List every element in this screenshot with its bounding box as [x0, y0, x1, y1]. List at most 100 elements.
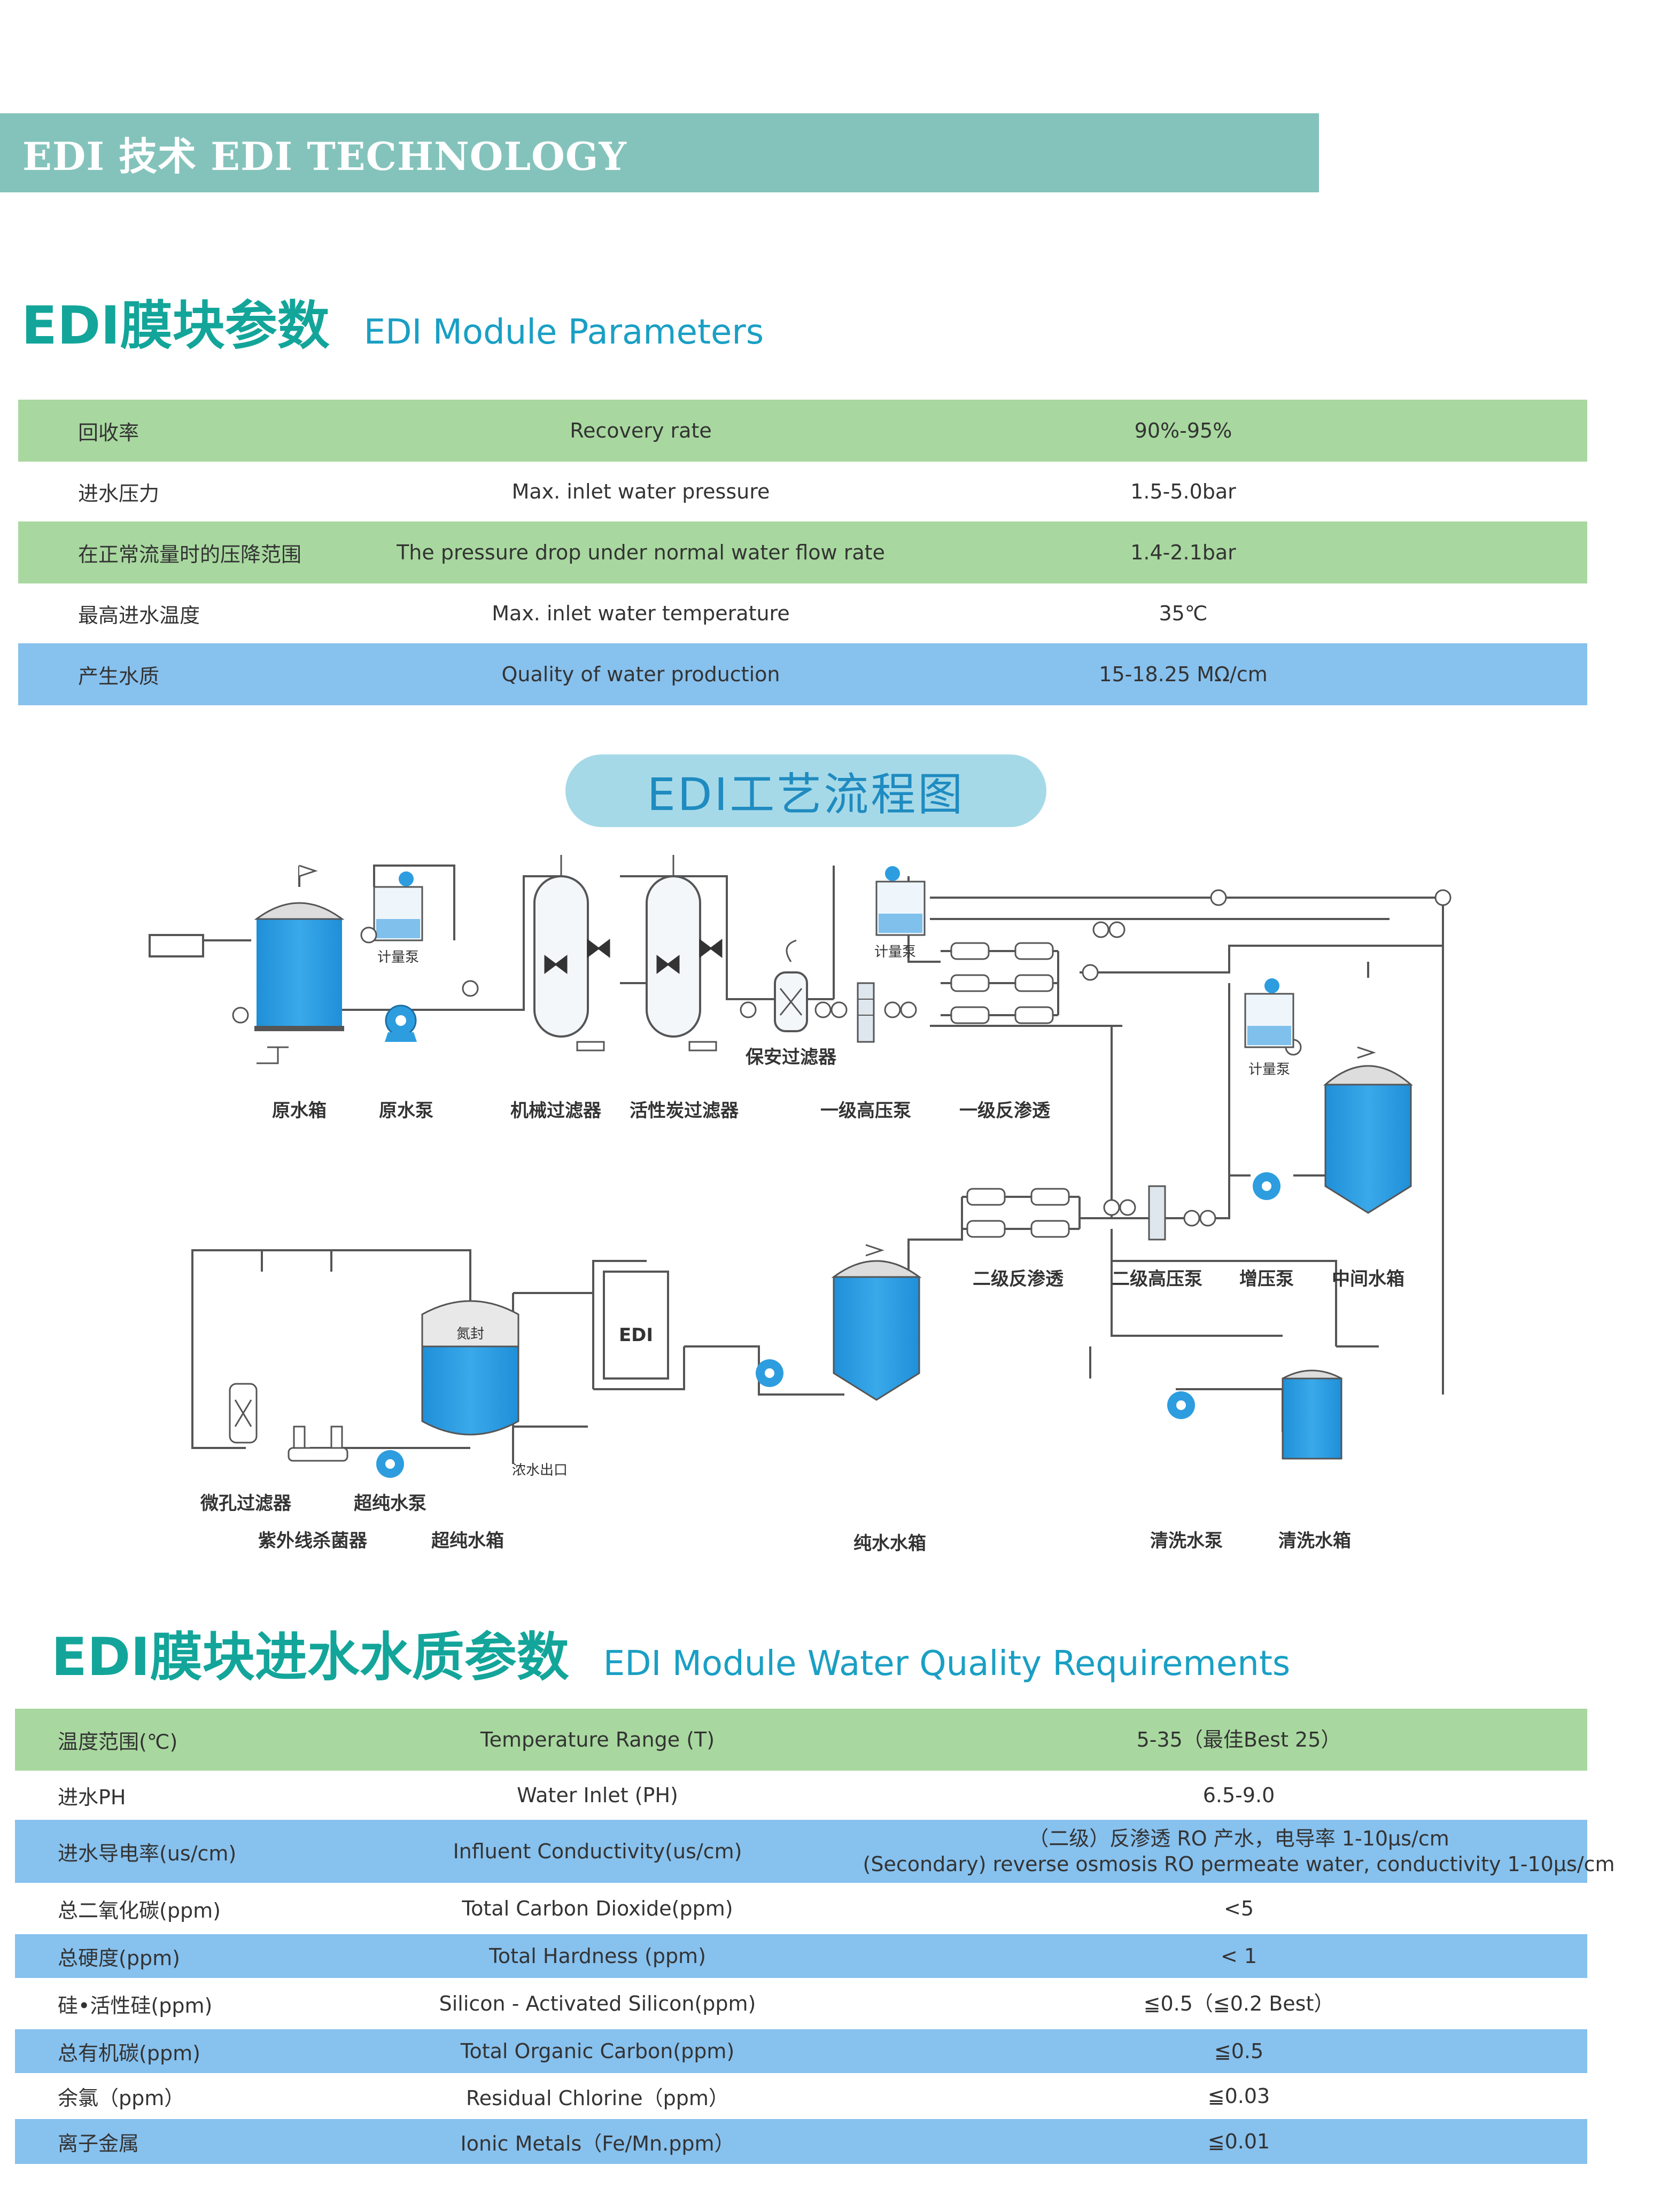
quality-cn: 进水PH: [58, 1785, 126, 1809]
carbon-filter: [646, 855, 701, 1038]
quality-en: Influent Conductivity(us/cm): [453, 1840, 742, 1863]
param-en: Quality of water production: [501, 663, 780, 686]
label-dosing-pump-1: 计量泵: [377, 949, 419, 965]
quality-value: ≦0.01: [1207, 2130, 1270, 2153]
label-security-filter: 保安过滤器: [746, 1047, 837, 1068]
hp-pump-1: [857, 982, 875, 1043]
quality-table: 温度范围(℃) Temperature Range (T) 5-35（最佳Bes…: [15, 1709, 1615, 2164]
label-hp-pump-1: 一级高压泵: [820, 1100, 911, 1121]
module-params-title: EDI膜块参数 EDI Module Parameters: [21, 283, 764, 359]
quality-cn: 总硬度(ppm): [58, 1946, 180, 1970]
clean-tank: [1282, 1369, 1342, 1460]
table-row: 进水导电率(us/cm) Influent Conductivity(us/cm…: [15, 1820, 1615, 1883]
quality-cn: 进水导电率(us/cm): [58, 1841, 237, 1865]
param-cn: 回收率: [78, 420, 139, 445]
quality-en: Temperature Range (T): [480, 1728, 715, 1751]
param-en: The pressure drop under normal water flo…: [397, 541, 885, 564]
param-en: Recovery rate: [570, 419, 712, 442]
dosing-pump-2: [875, 866, 926, 936]
quality-cn: 余氯（ppm）: [58, 2086, 185, 2110]
label-booster-pump: 增压泵: [1239, 1268, 1294, 1290]
param-cn: 进水压力: [78, 481, 160, 505]
header-banner: EDI 技术 EDI TECHNOLOGY: [0, 113, 1319, 192]
label-carbon-filter: 活性炭过滤器: [630, 1100, 739, 1121]
label-hp-pump-2: 二级高压泵: [1112, 1268, 1202, 1290]
edi-label: EDI: [619, 1325, 653, 1346]
raw-pump: [385, 1004, 417, 1042]
quality-en: Silicon - Activated Silicon(ppm): [439, 1992, 756, 2015]
table-row: 总二氧化碳(ppm) Total Carbon Dioxide(ppm) <5: [15, 1883, 1587, 1934]
label-clean-tank: 清洗水箱: [1278, 1530, 1351, 1552]
raw-tank: [254, 864, 345, 1031]
param-value: 35℃: [1159, 602, 1208, 625]
label-dosing-pump-3: 计量泵: [1248, 1062, 1290, 1078]
nitrogen-label: 氮封: [456, 1326, 484, 1342]
label-ro-2: 二级反渗透: [973, 1268, 1064, 1290]
ro-1-membranes: [950, 942, 1054, 1024]
quality-cn: 硅•活性硅(ppm): [58, 1993, 213, 2018]
ultrapure-tank: [421, 1300, 519, 1436]
table-row: 硅•活性硅(ppm) Silicon - Activated Silicon(p…: [15, 1978, 1587, 2029]
table-row: 回收率 Recovery rate 90%-95%: [18, 400, 1587, 462]
label-raw-tank: 原水箱: [272, 1100, 327, 1121]
label-uv: 紫外线杀菌器: [258, 1530, 368, 1552]
quality-value-line-1: （二级）反渗透 RO 产水，电导率 1-10μs/cm: [1028, 1827, 1449, 1850]
quality-value-line-2: (Secondary) reverse osmosis RO permeate …: [863, 1852, 1615, 1876]
param-en: Max. inlet water temperature: [492, 602, 790, 625]
quality-cn: 总有机碳(ppm): [58, 2041, 200, 2065]
table-row: 在正常流量时的压降范围 The pressure drop under norm…: [18, 521, 1587, 583]
quality-value: < 1: [1220, 1944, 1258, 1968]
table-row: 温度范围(℃) Temperature Range (T) 5-35（最佳Bes…: [15, 1709, 1587, 1771]
param-value: 1.5-5.0bar: [1130, 480, 1236, 503]
label-pure-tank: 纯水水箱: [853, 1533, 926, 1554]
table-row: 余氯（ppm） Residual Chlorine（ppm） ≦0.03: [15, 2073, 1587, 2119]
quality-cn: 温度范围(℃): [58, 1730, 178, 1754]
param-value: 90%-95%: [1134, 419, 1232, 442]
label-mech-filter: 机械过滤器: [510, 1100, 602, 1121]
table-row: 产生水质 Quality of water production 15-18.2…: [18, 643, 1587, 705]
label-ultra-tank: 超纯水箱: [431, 1530, 504, 1552]
param-cn: 最高进水温度: [78, 603, 200, 627]
table-row: 总有机碳(ppm) Total Organic Carbon(ppm) ≦0.5: [15, 2029, 1587, 2073]
quality-value: ≦0.5（≦0.2 Best）: [1143, 1992, 1334, 2015]
label-raw-pump: 原水泵: [379, 1100, 433, 1121]
quality-en: Water Inlet (PH): [517, 1783, 678, 1807]
gauge-icon: [232, 1007, 249, 1024]
quality-value: <5: [1223, 1897, 1254, 1920]
process-title: EDI工艺流程图: [647, 768, 965, 821]
quality-en: Total Organic Carbon(ppm): [460, 2039, 735, 2063]
dosing-pump-1: [373, 871, 423, 941]
label-dosing-pump-2: 计量泵: [874, 944, 916, 960]
quality-title-cn: EDI膜块进水水质参数: [51, 1627, 569, 1688]
quality-title-en: EDI Module Water Quality Requirements: [603, 1644, 1291, 1684]
param-en: Max. inlet water pressure: [511, 480, 770, 503]
quality-cn: 总二氧化碳(ppm): [58, 1898, 221, 1922]
micro-filter: [229, 1383, 258, 1444]
process-title-pill: EDI工艺流程图: [565, 754, 1046, 827]
uv-sterilizer: [288, 1426, 348, 1462]
module-params-title-en: EDI Module Parameters: [363, 313, 764, 352]
table-row: 进水压力 Max. inlet water pressure 1.5-5.0ba…: [18, 462, 1587, 521]
quality-en: Ionic Metals（Fe/Mn.ppm）: [460, 2131, 735, 2155]
label-ultra-pump: 超纯水泵: [354, 1493, 426, 1514]
hp-pump-2: [1148, 1185, 1166, 1241]
param-value: 15-18.25 MΩ/cm: [1099, 663, 1268, 686]
label-clean-pump: 清洗水泵: [1150, 1530, 1223, 1552]
mid-tank: [1323, 1046, 1413, 1214]
table-row: 总硬度(ppm) Total Hardness (ppm) < 1: [15, 1934, 1587, 1978]
param-value: 1.4-2.1bar: [1130, 541, 1236, 564]
table-row: 进水PH Water Inlet (PH) 6.5-9.0: [15, 1771, 1587, 1820]
label-micro-filter: 微孔过滤器: [200, 1493, 292, 1514]
param-cn: 产生水质: [78, 664, 160, 688]
edi-feed-pump: [756, 1359, 783, 1387]
module-params-table: 回收率 Recovery rate 90%-95% 进水压力 Max. inle…: [18, 400, 1587, 705]
banner-title: EDI 技术 EDI TECHNOLOGY: [22, 133, 627, 179]
conc-outlet-label: 浓水出口: [512, 1462, 568, 1478]
quality-cn: 离子金属: [58, 2131, 139, 2155]
quality-en: Total Hardness (ppm): [489, 1944, 706, 1968]
mechanical-filter: [533, 855, 589, 1038]
dosing-pump-3: [1244, 978, 1294, 1048]
quality-value-multi: （二级）反渗透 RO 产水，电导率 1-10μs/cm (Secondary) …: [817, 1826, 1661, 1877]
table-row: 最高进水温度 Max. inlet water temperature 35℃: [18, 583, 1587, 643]
ro-2-membranes: [966, 1188, 1070, 1238]
